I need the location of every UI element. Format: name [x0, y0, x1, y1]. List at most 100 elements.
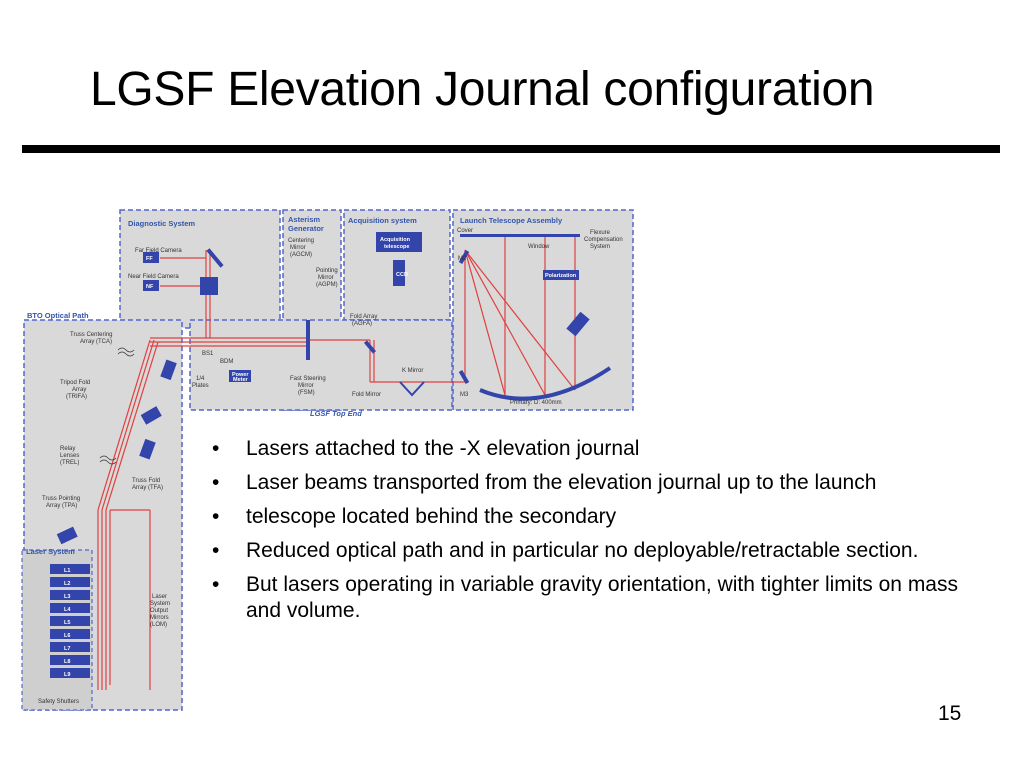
svg-text:M3: M3 [460, 392, 469, 398]
svg-text:L4: L4 [64, 607, 71, 613]
svg-text:Fold Mirror: Fold Mirror [352, 392, 381, 398]
svg-text:Flexure: Flexure [590, 230, 611, 236]
svg-text:Window: Window [528, 244, 550, 250]
svg-text:Truss Centering: Truss Centering [70, 332, 112, 338]
ccd-label: CCD [396, 272, 408, 278]
launch-telescope-label: Launch Telescope Assembly [460, 216, 563, 225]
bullet-item: •Reduced optical path and in particular … [212, 539, 919, 562]
svg-text:Relay: Relay [60, 446, 75, 452]
svg-text:L3: L3 [64, 594, 70, 600]
svg-text:(TRIFA): (TRIFA) [66, 394, 87, 400]
nf-camera [143, 280, 159, 291]
ff-label: FF [146, 256, 153, 262]
diag-optic [200, 277, 218, 295]
svg-text:L6: L6 [64, 633, 70, 639]
primary-mirror [479, 366, 612, 401]
slide-title: LGSF Elevation Journal configuration [90, 63, 875, 116]
polarization-label: Polarization [545, 273, 577, 279]
svg-text:Mirrors: Mirrors [150, 615, 169, 621]
ff-camera [143, 252, 159, 263]
svg-text:L5: L5 [64, 620, 70, 626]
svg-text:Mirror: Mirror [318, 275, 334, 281]
acq-telescope-label-1: Acquisition [380, 237, 411, 243]
svg-text:Array: Array [72, 387, 86, 393]
svg-text:K Mirror: K Mirror [402, 368, 423, 374]
svg-text:BS1: BS1 [202, 351, 214, 357]
svg-text:Primary: D: 400mm: Primary: D: 400mm [510, 400, 562, 406]
m3 [458, 369, 470, 385]
near-field-label: Near Field Camera [128, 274, 179, 280]
svg-text:Array (TFA): Array (TFA) [132, 485, 163, 491]
svg-text:Tripod Fold: Tripod Fold [60, 380, 90, 386]
acq-telescope-label-2: telescope [384, 244, 409, 250]
svg-text:BDM: BDM [220, 359, 233, 365]
pac-2 [140, 406, 162, 425]
svg-text:Output: Output [150, 608, 168, 614]
svg-text:System: System [150, 601, 170, 607]
svg-text:Laser: Laser [152, 594, 167, 600]
power-meter-label-2: Meter [233, 377, 249, 383]
nf-label: NF [146, 284, 154, 290]
svg-text:M2: M2 [458, 256, 467, 262]
title-divider [22, 145, 1000, 153]
power-meter [229, 370, 251, 382]
svg-text:Lenses: Lenses [60, 453, 79, 459]
pac-4 [56, 526, 78, 545]
svg-text:(LOM): (LOM) [150, 622, 167, 628]
pac-1 [160, 359, 177, 381]
m2 [458, 249, 470, 265]
svg-text:Array (TCA): Array (TCA) [80, 339, 112, 345]
ccd [393, 260, 405, 286]
svg-text:Fold Array: Fold Array [350, 314, 377, 320]
svg-text:(AGCM): (AGCM) [290, 252, 312, 258]
svg-text:Pointing: Pointing [316, 268, 338, 274]
svg-text:Mirror: Mirror [298, 383, 314, 389]
bullet-list: •Lasers attached to the -X elevation jou… [208, 436, 998, 632]
laser-labels: L1 L2 L3 L4 L5 L6 L7 L8 L9 [64, 568, 71, 678]
pac-launch [566, 311, 590, 337]
lgsf-optical-diagram: Diagnostic System Asterism Generator Acq… [0, 190, 650, 720]
svg-text:(FSM): (FSM) [298, 390, 315, 396]
acquisition-telescope [376, 232, 422, 252]
svg-text:Cover: Cover [457, 228, 473, 234]
bullet-item: •But lasers operating in variable gravit… [212, 573, 958, 622]
optical-elements [50, 232, 590, 678]
far-field-label: Far Field Camera [135, 248, 182, 254]
svg-text:1/4: 1/4 [196, 376, 205, 382]
laser-system-label: Laser System [26, 547, 75, 556]
svg-text:Truss Pointing: Truss Pointing [42, 496, 80, 502]
k-mirror [399, 381, 425, 397]
panel-top-end-lower [189, 319, 453, 411]
svg-text:L2: L2 [64, 581, 70, 587]
svg-text:(AGPM): (AGPM) [316, 282, 338, 288]
asterism-label-1: Asterism [288, 215, 320, 224]
page-number: 15 [938, 702, 962, 720]
asterism-label-2: Generator [288, 224, 324, 233]
acquisition-system-label: Acquisition system [348, 216, 417, 225]
svg-text:Plates: Plates [192, 383, 209, 389]
svg-text:Truss Fold: Truss Fold [132, 478, 160, 484]
diagnostic-system-label: Diagnostic System [128, 219, 195, 228]
bullet-item: •telescope located behind the secondary [212, 505, 617, 528]
svg-text:Array (TPA): Array (TPA) [46, 503, 77, 509]
top-end-label: LGSF Top End [310, 409, 362, 418]
svg-text:L9: L9 [64, 672, 70, 678]
power-meter-label-1: Power [232, 372, 249, 378]
svg-text:Mirror: Mirror [290, 245, 306, 251]
svg-text:Compensation: Compensation [584, 237, 623, 243]
svg-text:L8: L8 [64, 659, 70, 665]
fsm [306, 320, 310, 360]
svg-text:Fast Steering: Fast Steering [290, 376, 326, 382]
bullet-item: •Laser beams transported from the elevat… [212, 471, 877, 494]
bullet-item: •Lasers attached to the -X elevation jou… [212, 437, 640, 460]
svg-text:(AGFA): (AGFA) [352, 321, 372, 327]
svg-text:Centering: Centering [288, 238, 314, 244]
panel-diagnostic-system [119, 209, 281, 329]
pac-3 [139, 438, 156, 460]
svg-text:L7: L7 [64, 646, 70, 652]
bto-optical-path-label: BTO Optical Path [27, 311, 89, 320]
panel-launch-telescope [452, 209, 634, 411]
svg-text:L1: L1 [64, 568, 70, 574]
polarization-sensor [543, 270, 579, 280]
svg-text:(TREL): (TREL) [60, 460, 79, 466]
